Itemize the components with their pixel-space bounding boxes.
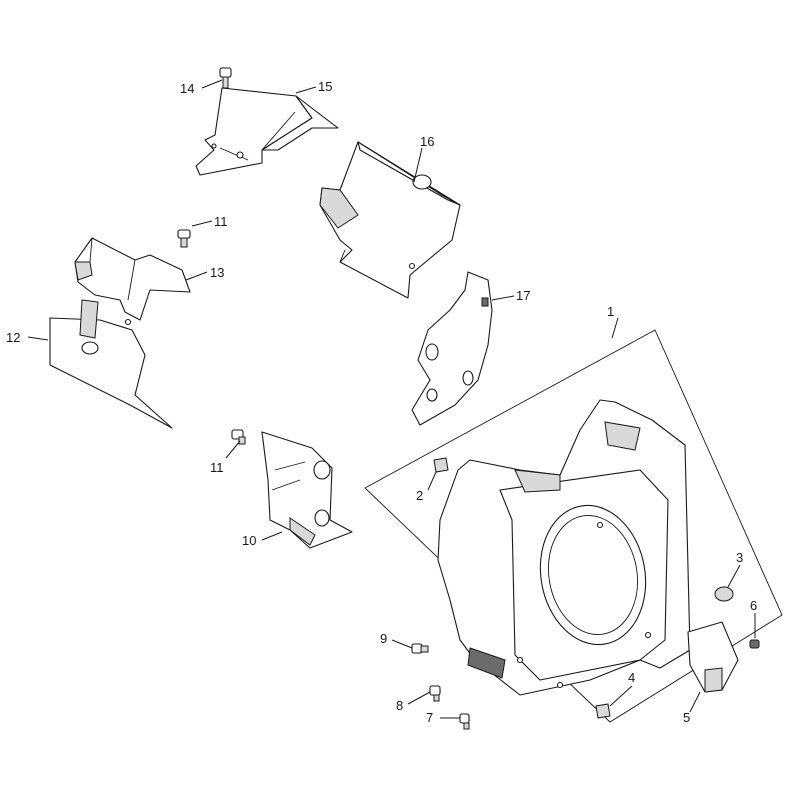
callout-7: 7 xyxy=(426,710,433,725)
part-17-bracket xyxy=(411,271,493,426)
callout-6: 6 xyxy=(750,598,757,613)
callout-1: 1 xyxy=(607,304,614,319)
callout-9: 9 xyxy=(380,631,387,646)
part-16-shroud xyxy=(319,141,461,299)
callout-12: 12 xyxy=(6,330,20,345)
callout-2: 2 xyxy=(416,488,423,503)
part-12-shroud xyxy=(49,299,173,429)
part-5-cover xyxy=(687,621,739,693)
part-11-bolt-lower xyxy=(231,429,246,445)
callout-13: 13 xyxy=(210,265,224,280)
part-3-plug xyxy=(714,586,734,602)
part-6-screw xyxy=(749,639,760,649)
part-7-screw xyxy=(459,713,470,730)
part-4-nut xyxy=(595,703,611,719)
callout-10: 10 xyxy=(242,533,256,548)
callout-8: 8 xyxy=(396,698,403,713)
callout-17: 17 xyxy=(516,288,530,303)
part-15-shroud xyxy=(195,87,339,176)
callout-15: 15 xyxy=(318,79,332,94)
part-10-bracket xyxy=(261,431,353,549)
part-1-blower-housing xyxy=(437,399,691,696)
leader-lines xyxy=(27,79,756,719)
part-9-screw xyxy=(411,643,429,654)
callout-5: 5 xyxy=(683,710,690,725)
callout-labels: 1 2 3 4 5 6 7 8 9 10 11 11 12 13 14 15 1… xyxy=(6,79,757,725)
callout-4: 4 xyxy=(628,670,635,685)
callout-3: 3 xyxy=(736,550,743,565)
part-14-bolt xyxy=(219,67,232,89)
part-13-bracket xyxy=(74,237,191,321)
part-8-screw xyxy=(429,685,441,702)
part-11-bolt-upper xyxy=(177,229,191,248)
callout-16: 16 xyxy=(420,134,434,149)
callout-11-upper: 11 xyxy=(214,214,228,229)
callout-11-lower: 11 xyxy=(210,460,224,475)
part-2-nut xyxy=(433,457,449,473)
callout-14: 14 xyxy=(180,81,194,96)
